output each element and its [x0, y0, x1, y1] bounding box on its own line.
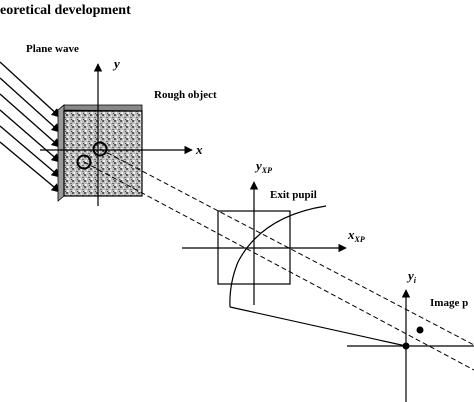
image-plane-label: Image p — [430, 297, 468, 309]
object-axes — [40, 63, 193, 206]
image-point-origin — [402, 342, 410, 350]
plane-wave-label: Plane wave — [26, 43, 79, 55]
chief-ray — [229, 306, 407, 347]
header-title: eoretical development — [0, 3, 131, 18]
object-x-axis-label: x — [195, 142, 203, 157]
image-y-axis-label: yi — [406, 268, 417, 285]
pupil-x-axis-label: xXP — [347, 227, 365, 244]
object-y-axis-label: y — [112, 56, 120, 71]
rough-object — [56, 104, 143, 202]
rough-object-label: Rough object — [154, 89, 217, 101]
image-point-offset — [416, 326, 424, 334]
exit-pupil-label: Exit pupil — [270, 189, 317, 201]
pupil-y-axis-label: yXP — [254, 158, 272, 175]
lower-point-circle — [76, 154, 92, 170]
upper-point-circle — [92, 141, 108, 157]
exit-pupil — [182, 181, 347, 308]
dashed-rays — [83, 148, 474, 371]
plane-wave-arrows — [0, 61, 61, 193]
